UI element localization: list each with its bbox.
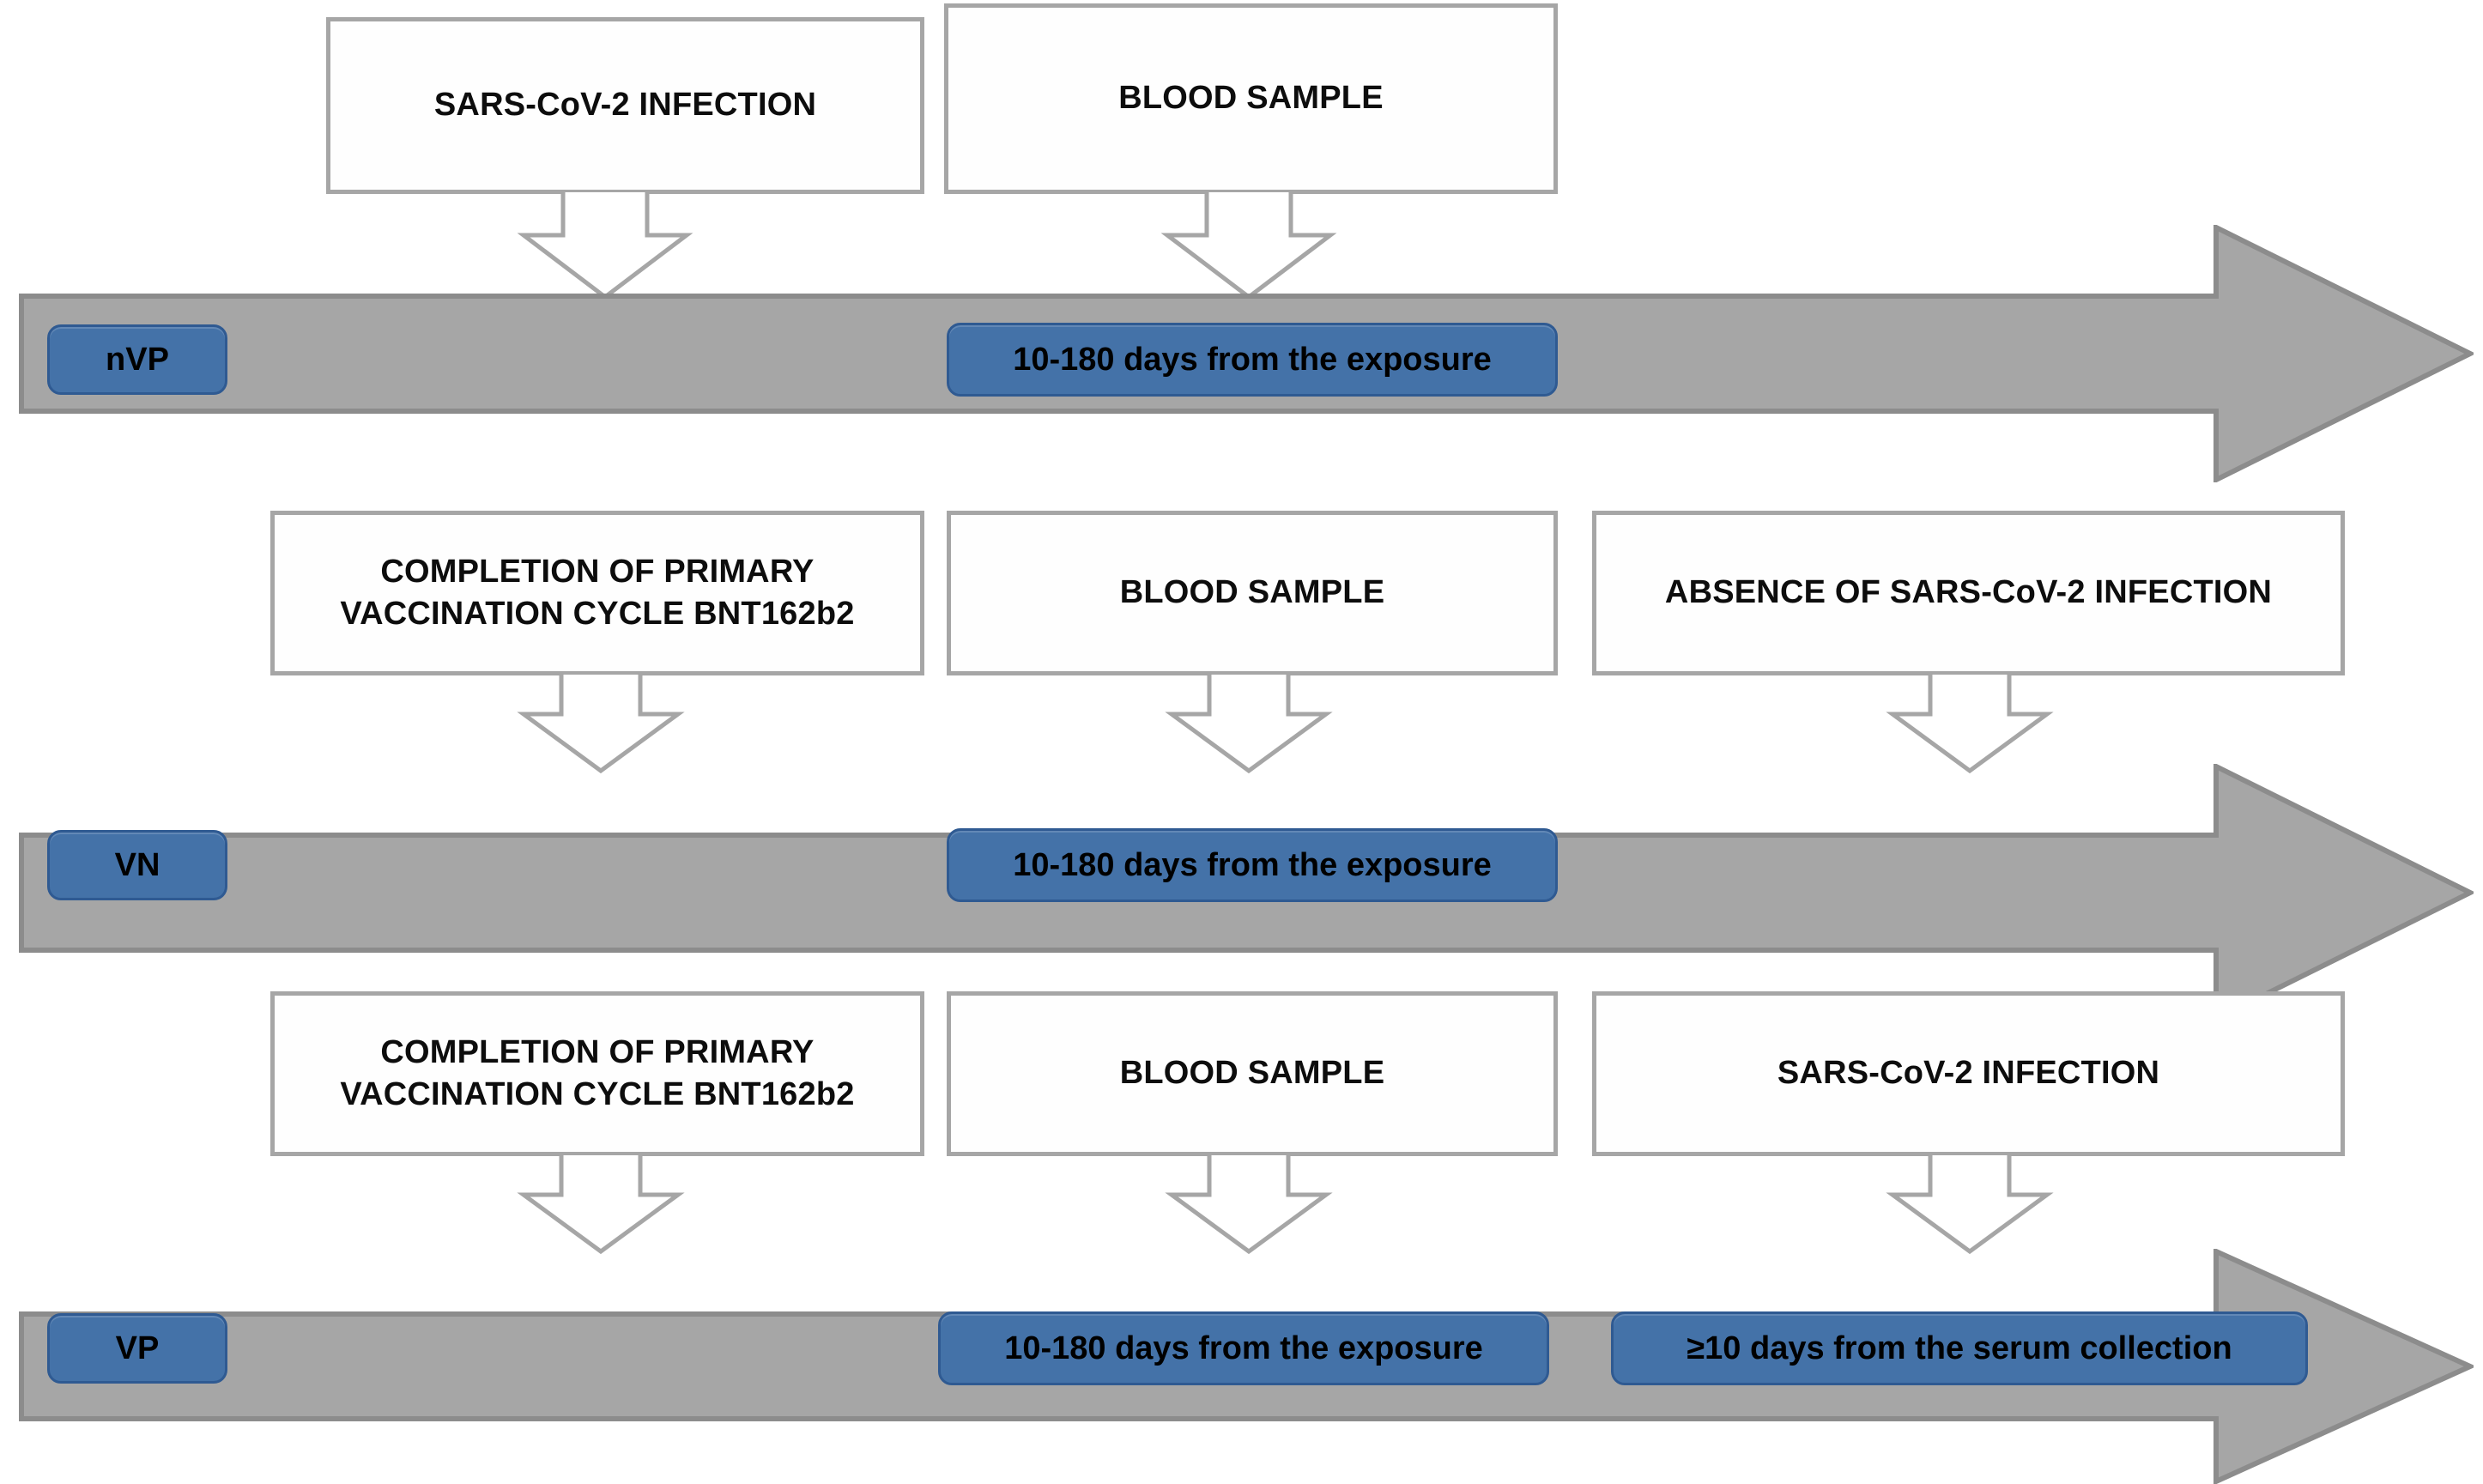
interval-pill-label: 10-180 days from the exposure	[1013, 846, 1492, 883]
process-box-label: SARS-CoV-2 INFECTION	[433, 87, 817, 124]
interval-pill-vp-1: 10-180 days from the exposure	[938, 1311, 1549, 1385]
down-arrow-connector	[515, 1154, 687, 1255]
interval-pill-label: 10-180 days from the exposure	[1004, 1330, 1483, 1366]
process-box-blood-sample-nvp: BLOOD SAMPLE	[944, 3, 1558, 194]
group-tag-label: nVP	[106, 341, 169, 378]
down-arrow-connector	[515, 673, 687, 774]
process-box-label: SARS-CoV-2 INFECTION	[1777, 1055, 2160, 1092]
process-box-label: COMPLETION OF PRIMARY VACCINATION CYCLE …	[288, 1032, 906, 1117]
process-box-vaccination-vn: COMPLETION OF PRIMARY VACCINATION CYCLE …	[270, 511, 924, 675]
group-tag-nvp: nVP	[47, 324, 227, 395]
process-box-blood-sample-vp: BLOOD SAMPLE	[947, 991, 1558, 1156]
group-tag-label: VP	[115, 1330, 160, 1366]
process-box-vaccination-vp: COMPLETION OF PRIMARY VACCINATION CYCLE …	[270, 991, 924, 1156]
process-box-label: COMPLETION OF PRIMARY VACCINATION CYCLE …	[288, 551, 906, 636]
process-box-label-line1: COMPLETION OF PRIMARY	[380, 553, 815, 590]
process-box-absence-infection-vn: ABSENCE OF SARS-CoV-2 INFECTION	[1592, 511, 2345, 675]
down-arrow-connector	[1884, 673, 2056, 774]
down-arrow-connector	[1163, 673, 1335, 774]
interval-pill-vn-1: 10-180 days from the exposure	[947, 828, 1558, 902]
group-tag-vp: VP	[47, 1313, 227, 1384]
process-box-label: ABSENCE OF SARS-CoV-2 INFECTION	[1664, 574, 2273, 611]
process-box-label-line2: VACCINATION CYCLE BNT162b2	[340, 596, 855, 632]
process-box-label: BLOOD SAMPLE	[1118, 80, 1384, 117]
interval-pill-label: ≥10 days from the serum collection	[1687, 1330, 2232, 1366]
down-arrow-connector	[1884, 1154, 2056, 1255]
group-tag-vn: VN	[47, 830, 227, 900]
process-box-label: BLOOD SAMPLE	[1119, 1055, 1385, 1092]
group-tag-label: VN	[114, 846, 160, 883]
process-box-label-line1: COMPLETION OF PRIMARY	[380, 1033, 815, 1070]
process-box-label: BLOOD SAMPLE	[1119, 574, 1385, 611]
process-box-blood-sample-vn: BLOOD SAMPLE	[947, 511, 1558, 675]
interval-pill-nvp-1: 10-180 days from the exposure	[947, 323, 1558, 397]
interval-pill-label: 10-180 days from the exposure	[1013, 341, 1492, 378]
down-arrow-connector	[1163, 1154, 1335, 1255]
process-box-label-line2: VACCINATION CYCLE BNT162b2	[340, 1076, 855, 1112]
process-box-infection-nvp: SARS-CoV-2 INFECTION	[326, 17, 924, 194]
process-box-infection-vp: SARS-CoV-2 INFECTION	[1592, 991, 2345, 1156]
interval-pill-vp-2: ≥10 days from the serum collection	[1611, 1311, 2308, 1385]
